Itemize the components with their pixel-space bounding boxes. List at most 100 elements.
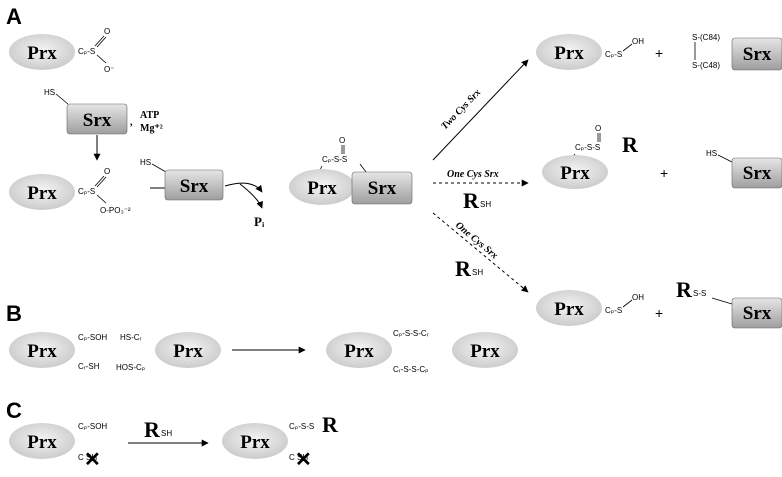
hs-label: HS: [706, 149, 717, 158]
mutation-cross-icon: ✕: [295, 449, 312, 471]
prx-label: Prx: [27, 341, 57, 362]
prx-ellipse: [222, 423, 288, 459]
prx-ellipse-left: [326, 332, 392, 368]
srx-box: [164, 169, 224, 201]
product-two-cys-srx: S-(C84) S-(C48) Srx: [692, 33, 782, 71]
panel-label-a: A: [6, 4, 22, 29]
s-o-minus-bond: [96, 54, 107, 64]
two-cys-label: Two Cys Srx: [439, 87, 483, 132]
srx-box: [731, 37, 782, 71]
s-o-bond3: [96, 194, 107, 204]
o-minus: O⁻: [104, 65, 114, 74]
prx-label: Prx: [27, 43, 57, 64]
cp-soh: Cₚ-SOH: [78, 333, 107, 342]
sh-label-mid: SH: [480, 200, 491, 209]
plus: +: [655, 305, 663, 321]
prx-ellipse-left: [9, 332, 75, 368]
prx-sulfinic: Prx Cₚ-S O O⁻: [9, 27, 114, 74]
prx-label: Prx: [27, 432, 57, 453]
thiosulfinate: Cₚ-S-S: [322, 155, 347, 164]
srx-bond: [359, 163, 367, 173]
prx-label: Prx: [554, 43, 584, 64]
cr-sh: Cᵣ-SH: [78, 362, 100, 371]
s-oh-bond: [622, 43, 633, 52]
r-group: R: [622, 132, 639, 157]
prx-label: Prx: [344, 341, 374, 362]
s-o-bond2: [96, 176, 107, 188]
c-sh-mutated: C SH: [78, 453, 97, 462]
one-cys-label-mid: One Cys Srx: [447, 169, 499, 180]
srx-bond: [711, 297, 733, 305]
comma: ,: [130, 117, 133, 128]
prx-label: Prx: [307, 178, 337, 199]
hs-label: HS: [44, 88, 55, 97]
c48-label: S-(C48): [692, 61, 720, 70]
hs-label: HS: [140, 158, 151, 167]
srx-label: Srx: [743, 303, 772, 324]
product-two-cys-prx: Prx Cₚ-S OH: [536, 34, 644, 70]
prx-label: Prx: [470, 341, 500, 362]
plus: +: [655, 45, 663, 61]
srx-label: Srx: [180, 176, 209, 197]
prx-mutant-sulfenic: Prx Cₚ-SOH C SH ✕: [9, 422, 107, 471]
arrow-pi-release: [239, 183, 263, 209]
srx-label: Srx: [743, 44, 772, 65]
prx-label: Prx: [240, 432, 270, 453]
product-one-cys-prx: Cₚ-S-S O R Prx: [542, 124, 639, 189]
cp-s-group: Cₚ-S: [605, 306, 622, 315]
panel-label-c: C: [6, 398, 22, 423]
pi-label: Pᵢ: [254, 214, 265, 229]
prx-ellipse: [9, 34, 75, 70]
o-atom: O: [595, 124, 601, 133]
mutation-cross-icon: ✕: [84, 449, 101, 471]
cp-s-group: Cₚ-S: [78, 47, 95, 56]
prx-ellipse: [289, 169, 355, 205]
o-atom: O: [339, 136, 345, 145]
arrow-to-complex: [224, 182, 263, 193]
prx-ellipse-right: [452, 332, 518, 368]
atp-label: ATP: [140, 110, 159, 121]
r-group: R: [322, 412, 339, 437]
prx-ellipse: [9, 423, 75, 459]
srx-label: Srx: [83, 110, 112, 131]
cp-s-group: Cₚ-S: [78, 187, 95, 196]
prx-srx-complex: Cₚ-S-S O Prx Srx: [289, 136, 413, 205]
srx-label: Srx: [368, 178, 397, 199]
cp-soh: Cₚ-SOH: [78, 422, 107, 431]
r-label-low: R: [455, 256, 472, 281]
prx-ellipse-right: [155, 332, 221, 368]
panel-label-b: B: [6, 301, 22, 326]
dimer-top-bond: Cₚ-S-S-Cᵣ: [393, 329, 429, 338]
o-po3: O-PO₃⁻²: [100, 206, 131, 215]
plus: +: [660, 165, 668, 181]
arrow-two-cys: [432, 59, 529, 161]
prx-dimer-reduced: Prx Cₚ-SOH Cᵣ-SH HS-Cᵣ HOS-Cₚ Prx: [9, 332, 221, 372]
r-s-s: S-S: [693, 289, 706, 298]
mg-label: Mg⁺²: [140, 123, 163, 134]
prx-label: Prx: [560, 163, 590, 184]
c-sh-mutated: C SH: [289, 453, 308, 462]
cp-s-group: Cₚ-S: [605, 50, 622, 59]
r-label-c: R: [144, 417, 161, 442]
prx-ellipse: [542, 155, 608, 189]
product-one-cys-low-prx: Prx Cₚ-S OH: [536, 290, 644, 326]
srx-free-mid: HS Srx: [140, 158, 224, 201]
prx-ellipse: [536, 34, 602, 70]
sh-label-c: SH: [161, 429, 172, 438]
prx-mutant-mixed-disulfide: Prx Cₚ-S-S R C SH ✕: [222, 412, 339, 471]
srx-free-top: HS Srx , ATP Mg⁺²: [44, 88, 163, 135]
s-o-bond2: [96, 36, 107, 48]
hs-bond: [151, 163, 167, 173]
product-one-cys-low-srx: R S-S Srx: [676, 277, 782, 329]
cp-s-s-r: Cₚ-S-S: [289, 422, 314, 431]
s-o-bond: [94, 175, 105, 187]
arrow-one-cys-low: [432, 212, 529, 293]
prx-dimer-oxidized: Prx Cₚ-S-S-Cᵣ Cᵣ-S-S-Cₚ Prx: [326, 329, 518, 374]
s-oh-bond: [622, 299, 633, 308]
prx-ellipse: [9, 174, 75, 210]
r-label-mid: R: [463, 188, 480, 213]
s-o-bond: [94, 35, 105, 47]
r-group: R: [676, 277, 693, 302]
